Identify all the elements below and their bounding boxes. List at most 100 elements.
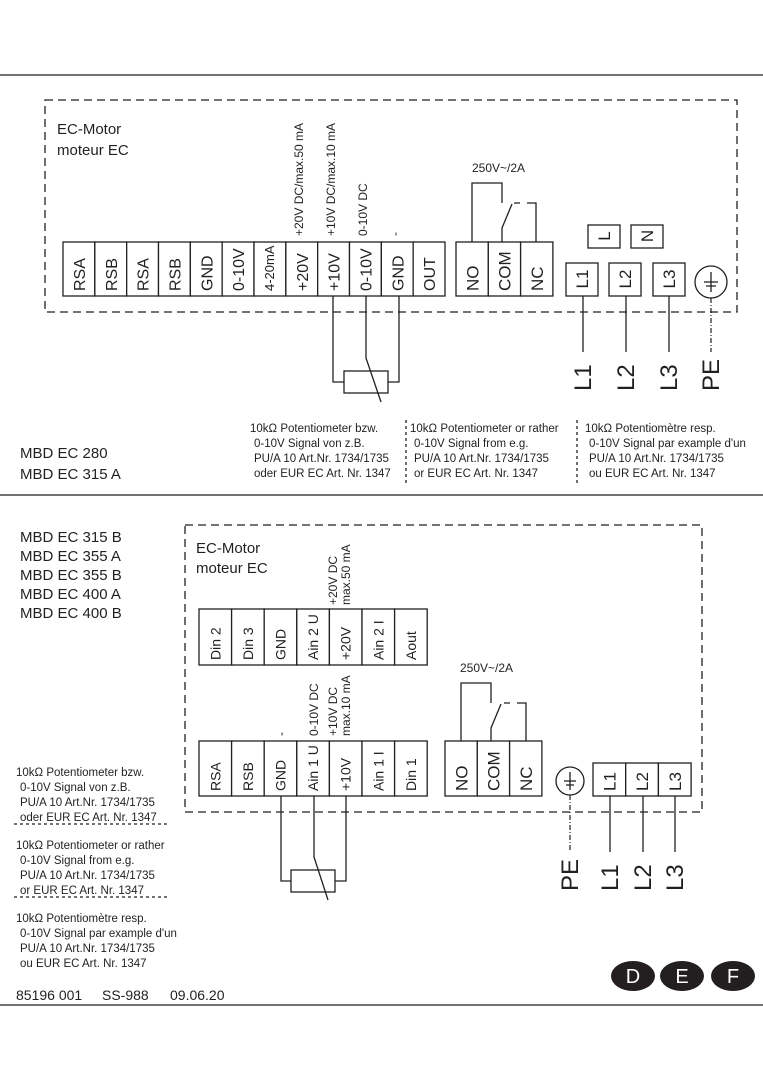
model-name: MBD EC 355 B — [20, 567, 122, 584]
model-name: MBD EC 315 A — [20, 466, 121, 483]
terminal-annotation: 0-10V DC — [356, 183, 370, 236]
terminal-label: Din 1 — [403, 758, 419, 791]
wire-label: PE — [698, 359, 725, 391]
relay-terminal — [508, 740, 543, 797]
note-line: 0-10V Signal von z.B. — [20, 782, 131, 794]
model-name: MBD EC 400 B — [20, 605, 122, 622]
relay-terminal — [519, 241, 554, 297]
terminal-label: RSB — [104, 258, 121, 291]
supply-label: L3 — [660, 270, 679, 289]
note-line: or EUR EC Art. Nr. 1347 — [414, 468, 538, 480]
wire-label: L1 — [597, 864, 624, 891]
relay-terminal-label: NO — [463, 266, 482, 292]
motor-label: EC-Motor — [196, 540, 260, 557]
doc-date: 09.06.20 — [170, 987, 225, 1003]
wire-label: L3 — [656, 364, 683, 391]
note-line: 0-10V Signal from e.g. — [20, 855, 134, 867]
note-line: 10kΩ Potentiometer or rather — [16, 840, 165, 852]
ground-symbol-icon — [704, 272, 718, 292]
note-line: 0-10V Signal par example d'un — [589, 438, 746, 450]
note-line: oder EUR EC Art. Nr. 1347 — [20, 812, 157, 824]
supply-label: L2 — [616, 270, 635, 289]
terminal-label: Din 2 — [207, 627, 223, 660]
terminal-label: 4-20mA — [262, 245, 277, 291]
note-line: 10kΩ Potentiometer or rather — [410, 423, 559, 435]
supply-terminal — [592, 762, 627, 797]
note-line: 10kΩ Potentiomètre resp. — [585, 423, 716, 435]
terminal-annotation: +10V DC — [326, 687, 340, 736]
note-line: oder EUR EC Art. Nr. 1347 — [254, 468, 391, 480]
pot-wire-gnd — [280, 796, 291, 882]
wire-label: L1 — [570, 364, 597, 391]
note-line: PU/A 10 Art.Nr. 1734/1735 — [20, 943, 155, 955]
terminal-label: Aout — [403, 631, 419, 660]
wire-label: PE — [557, 859, 584, 891]
terminal — [296, 608, 331, 666]
relay-terminal-label: NO — [452, 766, 471, 792]
pot-wire-10v — [335, 796, 347, 882]
terminal-label: OUT — [422, 257, 439, 291]
supply-terminal-label: L1 — [600, 772, 619, 791]
note-line: ou EUR EC Art. Nr. 1347 — [589, 468, 716, 480]
terminal-annotation: +20V DC — [326, 556, 340, 605]
model-name: MBD EC 280 — [20, 445, 108, 462]
terminal — [198, 608, 233, 666]
terminal-label: RSA — [136, 258, 153, 291]
terminal — [380, 241, 414, 297]
terminal — [189, 241, 223, 297]
model-name: MBD EC 355 A — [20, 548, 121, 565]
language-badge-label: F — [727, 966, 739, 988]
relay-terminal-label: COM — [496, 251, 515, 291]
note-line: 0-10V Signal par example d'un — [20, 928, 177, 940]
pot-wire-gnd — [388, 296, 400, 383]
model-name: MBD EC 400 A — [20, 586, 121, 603]
note-line: PU/A 10 Art.Nr. 1734/1735 — [20, 870, 155, 882]
wire-label: L2 — [630, 864, 657, 891]
wire-label: L3 — [662, 864, 689, 891]
terminal-label: GND — [273, 760, 289, 791]
relay-nc-line — [504, 702, 527, 741]
bottom-diagram — [14, 524, 703, 901]
relay-terminal-label: NC — [517, 766, 536, 791]
note-line: PU/A 10 Art.Nr. 1734/1735 — [589, 453, 724, 465]
supply-label: L — [595, 231, 614, 240]
motor-label: moteur EC — [57, 142, 129, 159]
note-line: 0-10V Signal from e.g. — [414, 438, 528, 450]
relay-rating: 250V~/2A — [460, 661, 513, 675]
terminal — [393, 740, 428, 797]
terminal — [126, 241, 160, 297]
terminal-label: RSB — [167, 258, 184, 291]
pot-wiper — [313, 796, 329, 901]
terminal — [285, 241, 319, 297]
terminal-annotation: max.10 mA — [339, 675, 353, 736]
terminal-annotation: +20V DC/max.50 mA — [292, 123, 306, 236]
supply-terminal — [625, 762, 660, 797]
terminal — [393, 608, 428, 666]
note-line: or EUR EC Art. Nr. 1347 — [20, 885, 144, 897]
terminal — [94, 241, 128, 297]
supply-terminal — [652, 262, 686, 297]
supply-terminal — [608, 262, 642, 297]
terminal — [62, 241, 96, 297]
terminal — [221, 241, 255, 297]
terminal — [263, 740, 298, 797]
motor-label: moteur EC — [196, 560, 268, 577]
supply-label: L1 — [573, 270, 592, 289]
terminal-label: Ain 2 I — [370, 620, 386, 660]
terminal-label: RSA — [207, 762, 223, 791]
relay-contact — [460, 682, 502, 741]
doc-number: 85196 001 — [16, 987, 82, 1003]
doc-reference: SS-988 — [102, 987, 149, 1003]
potentiometer — [290, 869, 336, 893]
terminal-annotation: - — [388, 232, 402, 236]
relay-contact — [471, 182, 513, 242]
language-badge-label: D — [626, 966, 640, 988]
terminal-label: GND — [390, 255, 407, 291]
terminal — [412, 241, 446, 297]
note-line: PU/A 10 Art.Nr. 1734/1735 — [414, 453, 549, 465]
pot-wire-10v — [332, 296, 344, 383]
supply-terminal — [657, 762, 692, 797]
terminal-label: +20V — [295, 253, 312, 291]
note-line: ou EUR EC Art. Nr. 1347 — [20, 958, 147, 970]
relay-terminal — [444, 740, 478, 797]
